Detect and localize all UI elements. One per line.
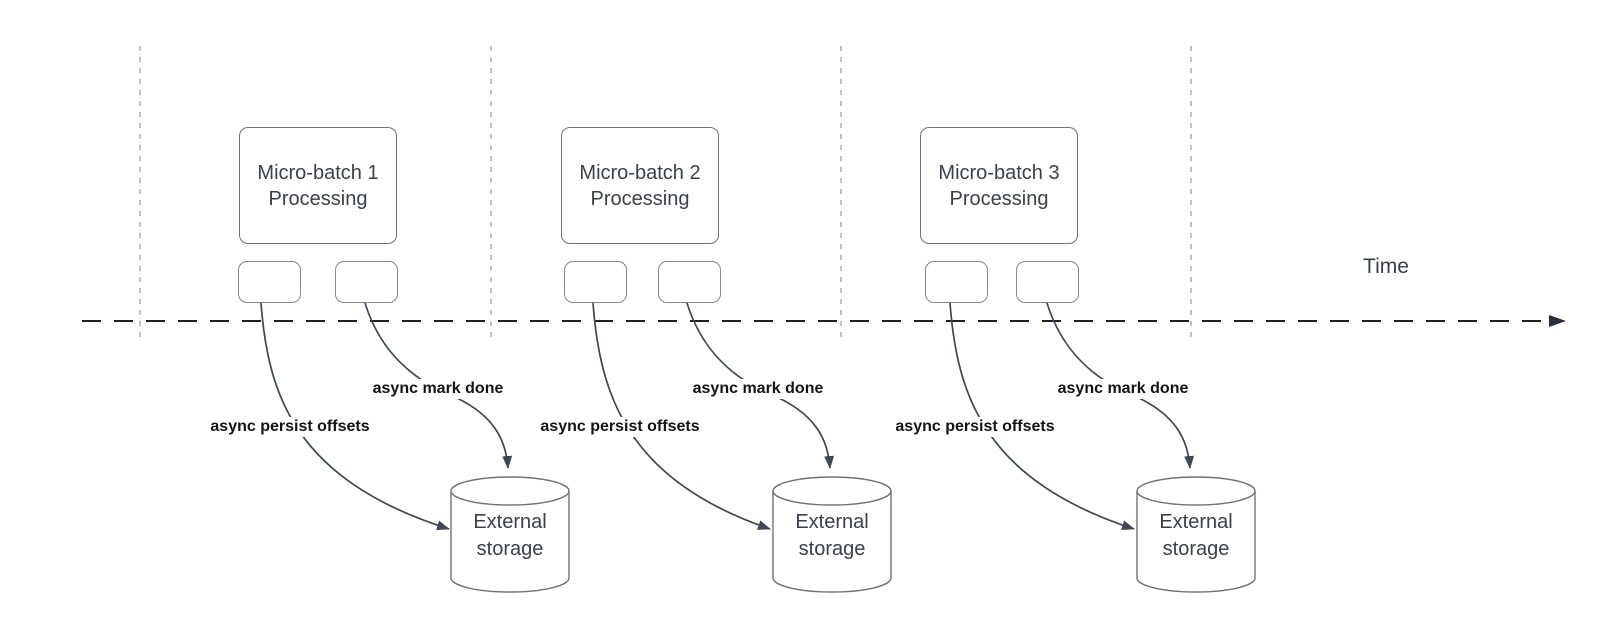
storage-label-1-line2: storage bbox=[476, 538, 544, 560]
persist-offsets-label-1: async persist offsets bbox=[207, 417, 373, 437]
micro-batch-box-2-title: Micro-batch 2 bbox=[579, 161, 701, 184]
storage-cylinder-3 bbox=[1136, 476, 1256, 593]
mark-done-label-1: async mark done bbox=[369, 379, 507, 399]
offsets-task-rect-3 bbox=[925, 261, 988, 303]
storage-label-1: External storage bbox=[450, 509, 570, 563]
offsets-task-rect-2 bbox=[564, 261, 627, 303]
persist-offsets-curve-1 bbox=[260, 302, 450, 531]
mark-done-task-rect-2 bbox=[658, 261, 721, 303]
mark-done-label-3: async mark done bbox=[1054, 379, 1192, 399]
micro-batch-box-3: Micro-batch 3 Processing bbox=[920, 127, 1078, 244]
micro-batch-box-3-title: Micro-batch 3 bbox=[938, 161, 1060, 184]
storage-label-3-line1: External bbox=[1159, 511, 1233, 533]
storage-cylinder-1 bbox=[450, 476, 570, 593]
storage-label-3: External storage bbox=[1136, 509, 1256, 563]
storage-cylinder-2 bbox=[772, 476, 892, 593]
storage-label-2-line2: storage bbox=[798, 538, 866, 560]
micro-batch-box-1: Micro-batch 1 Processing bbox=[239, 127, 397, 244]
micro-batch-box-3-subtitle: Processing bbox=[949, 187, 1049, 210]
mark-done-task-rect-3 bbox=[1016, 261, 1079, 303]
time-axis-label: Time bbox=[1363, 255, 1409, 278]
persist-offsets-label-3: async persist offsets bbox=[892, 417, 1058, 437]
storage-label-1-line1: External bbox=[473, 511, 547, 533]
offsets-task-rect-1 bbox=[238, 261, 301, 303]
micro-batch-box-2: Micro-batch 2 Processing bbox=[561, 127, 719, 244]
micro-batch-box-1-title: Micro-batch 1 bbox=[257, 161, 379, 184]
micro-batch-box-1-subtitle: Processing bbox=[268, 187, 368, 210]
persist-offsets-curve-3 bbox=[949, 302, 1135, 531]
storage-label-3-line2: storage bbox=[1162, 538, 1230, 560]
storage-label-2-line1: External bbox=[795, 511, 869, 533]
mark-done-task-rect-1 bbox=[335, 261, 398, 303]
micro-batch-box-2-subtitle: Processing bbox=[590, 187, 690, 210]
persist-offsets-curve-2 bbox=[592, 302, 771, 530]
mark-done-label-2: async mark done bbox=[689, 379, 827, 399]
storage-label-2: External storage bbox=[772, 509, 892, 563]
persist-offsets-label-2: async persist offsets bbox=[537, 417, 703, 437]
